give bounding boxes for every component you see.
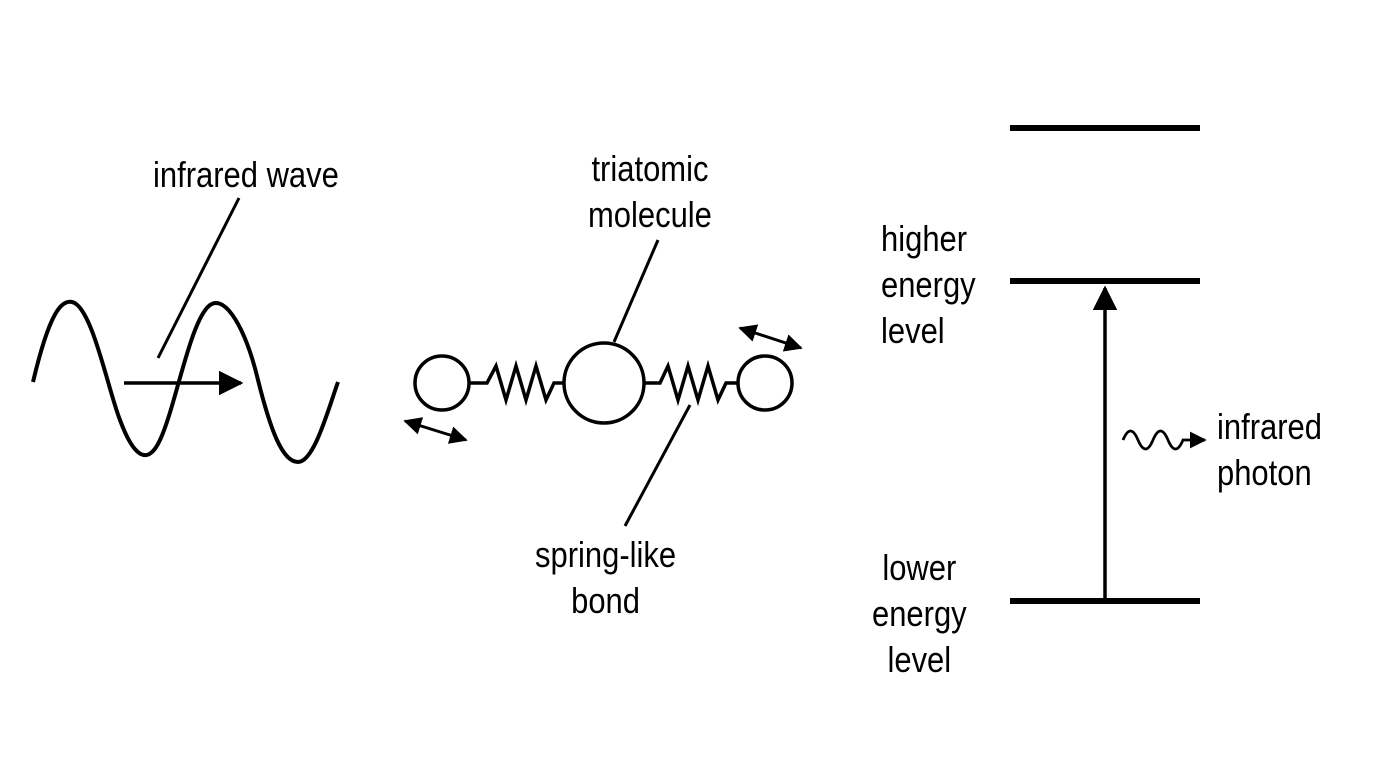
triatomic-molecule-label: triatomic molecule xyxy=(588,146,712,238)
left-atom xyxy=(413,354,471,412)
infrared-photon-label: infrared photon xyxy=(1217,404,1322,496)
higher-energy-level-label: higher energy level xyxy=(881,216,976,354)
right-spring-bond xyxy=(644,359,738,407)
lower-energy-level-label: lower energy level xyxy=(872,545,967,683)
infrared-photon-label-line-1: infrared xyxy=(1217,406,1322,447)
spring-like-bond-label-line-1: spring-like xyxy=(535,534,677,575)
infrared-photon-label-line-2: photon xyxy=(1217,452,1312,493)
infrared-wave-leader xyxy=(156,197,241,359)
right-atom xyxy=(736,354,794,412)
infrared-photon-squiggle xyxy=(1121,429,1207,451)
lower-energy-level-label-line-2: energy xyxy=(872,593,967,634)
infrared-wave-label-line: infrared wave xyxy=(153,154,339,195)
higher-energy-level-label-line-1: higher xyxy=(881,218,968,259)
triatomic-molecule-label-line-2: molecule xyxy=(588,194,712,235)
spring-like-bond-leader xyxy=(623,404,692,527)
left-vibration-arrow xyxy=(403,417,468,444)
triatomic-molecule-label-line-1: triatomic xyxy=(591,148,709,189)
lower-energy-level-label-line-1: lower xyxy=(882,547,957,588)
center-atom xyxy=(562,341,646,425)
infrared-wave-curve-fix xyxy=(31,299,340,465)
infrared-wave-label: infrared wave xyxy=(153,152,339,198)
lower-energy-level-label-line-3: level xyxy=(887,639,952,680)
left-spring-bond xyxy=(469,359,564,407)
higher-energy-level-label-line-3: level xyxy=(881,310,945,351)
higher-energy-level-label-line-2: energy xyxy=(881,264,976,305)
right-vibration-arrow xyxy=(738,324,803,352)
spring-like-bond-label: spring-like bond xyxy=(535,532,676,624)
triatomic-molecule-leader xyxy=(612,239,660,343)
spring-like-bond-label-line-2: bond xyxy=(571,580,641,621)
